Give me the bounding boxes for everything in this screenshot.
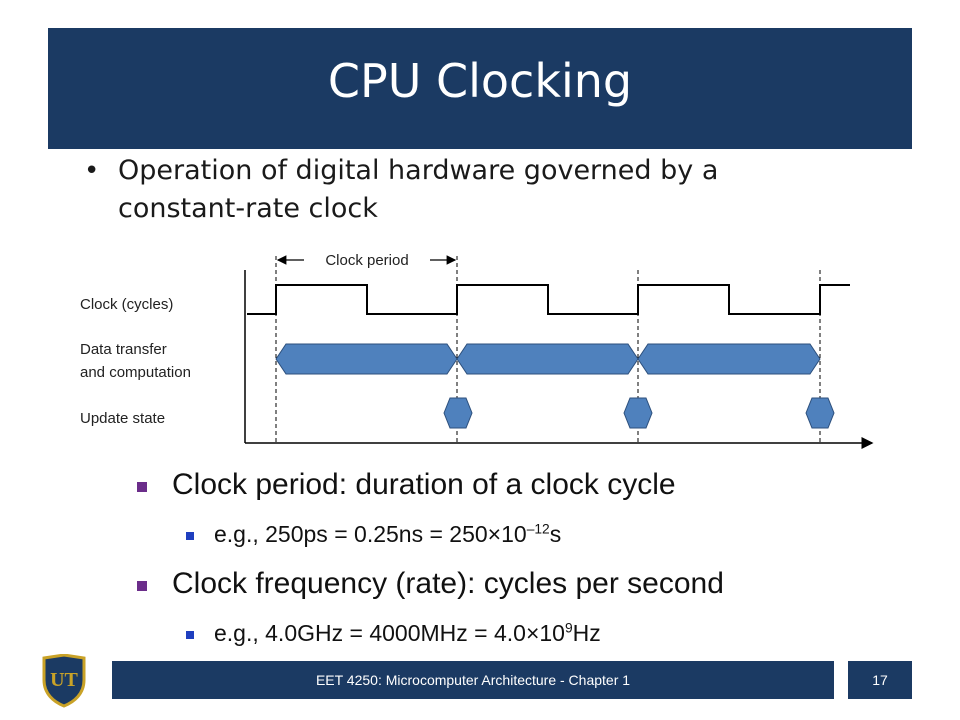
purple-bullet-icon: [137, 581, 147, 591]
clock-timing-diagram: Clock period Clock (cycles) Data transfe…: [80, 250, 874, 449]
clock-period-example: e.g., 250ps = 0.25ns = 250×10–12s: [214, 521, 561, 548]
footer-bar: EET 4250: Microcomputer Architecture - C…: [112, 661, 834, 699]
logo-text: UT: [50, 669, 78, 691]
data-transfer-shape: [637, 343, 821, 375]
update-state-shape: [443, 397, 473, 429]
bullet-dot-icon: •: [84, 156, 100, 186]
data-transfer-shape: [456, 343, 639, 375]
row-label-clock: Clock (cycles): [80, 296, 173, 313]
data-transfer-shape: [275, 343, 458, 375]
slide-title: CPU Clocking: [327, 54, 633, 108]
period-example-base: e.g., 250ps = 0.25ns = 250×10: [214, 521, 527, 547]
update-state-shape: [805, 397, 835, 429]
clock-period-label: Clock period: [325, 252, 408, 269]
blue-bullet-icon: [186, 631, 194, 639]
frequency-example-base: e.g., 4.0GHz = 4000MHz = 4.0×10: [214, 620, 565, 646]
period-example-exponent: –12: [526, 521, 550, 537]
row-label-data-1: Data transfer: [80, 341, 167, 358]
update-state-shape: [623, 397, 653, 429]
footer-course-text: EET 4250: Microcomputer Architecture - C…: [315, 672, 631, 688]
clock-frequency-example: e.g., 4.0GHz = 4000MHz = 4.0×109Hz: [214, 620, 601, 647]
clock-period-heading: Clock period: duration of a clock cycle: [172, 468, 676, 501]
blue-bullet-icon: [186, 532, 194, 540]
row-label-update: Update state: [80, 410, 165, 427]
period-example-unit: s: [549, 521, 562, 547]
title-bar: CPU Clocking: [48, 28, 912, 149]
clock-waveform: [247, 284, 850, 315]
main-bullet-text: Operation of digital hardware governed b…: [118, 155, 719, 224]
page-number-box: 17: [848, 661, 912, 699]
frequency-example-unit: Hz: [572, 620, 601, 646]
page-number: 17: [872, 672, 888, 688]
purple-bullet-icon: [137, 482, 147, 492]
university-shield-logo: UT: [42, 654, 86, 708]
row-label-data-2: and computation: [80, 364, 191, 381]
clock-frequency-heading: Clock frequency (rate): cycles per secon…: [172, 567, 724, 600]
frequency-example-exponent: 9: [564, 620, 573, 636]
